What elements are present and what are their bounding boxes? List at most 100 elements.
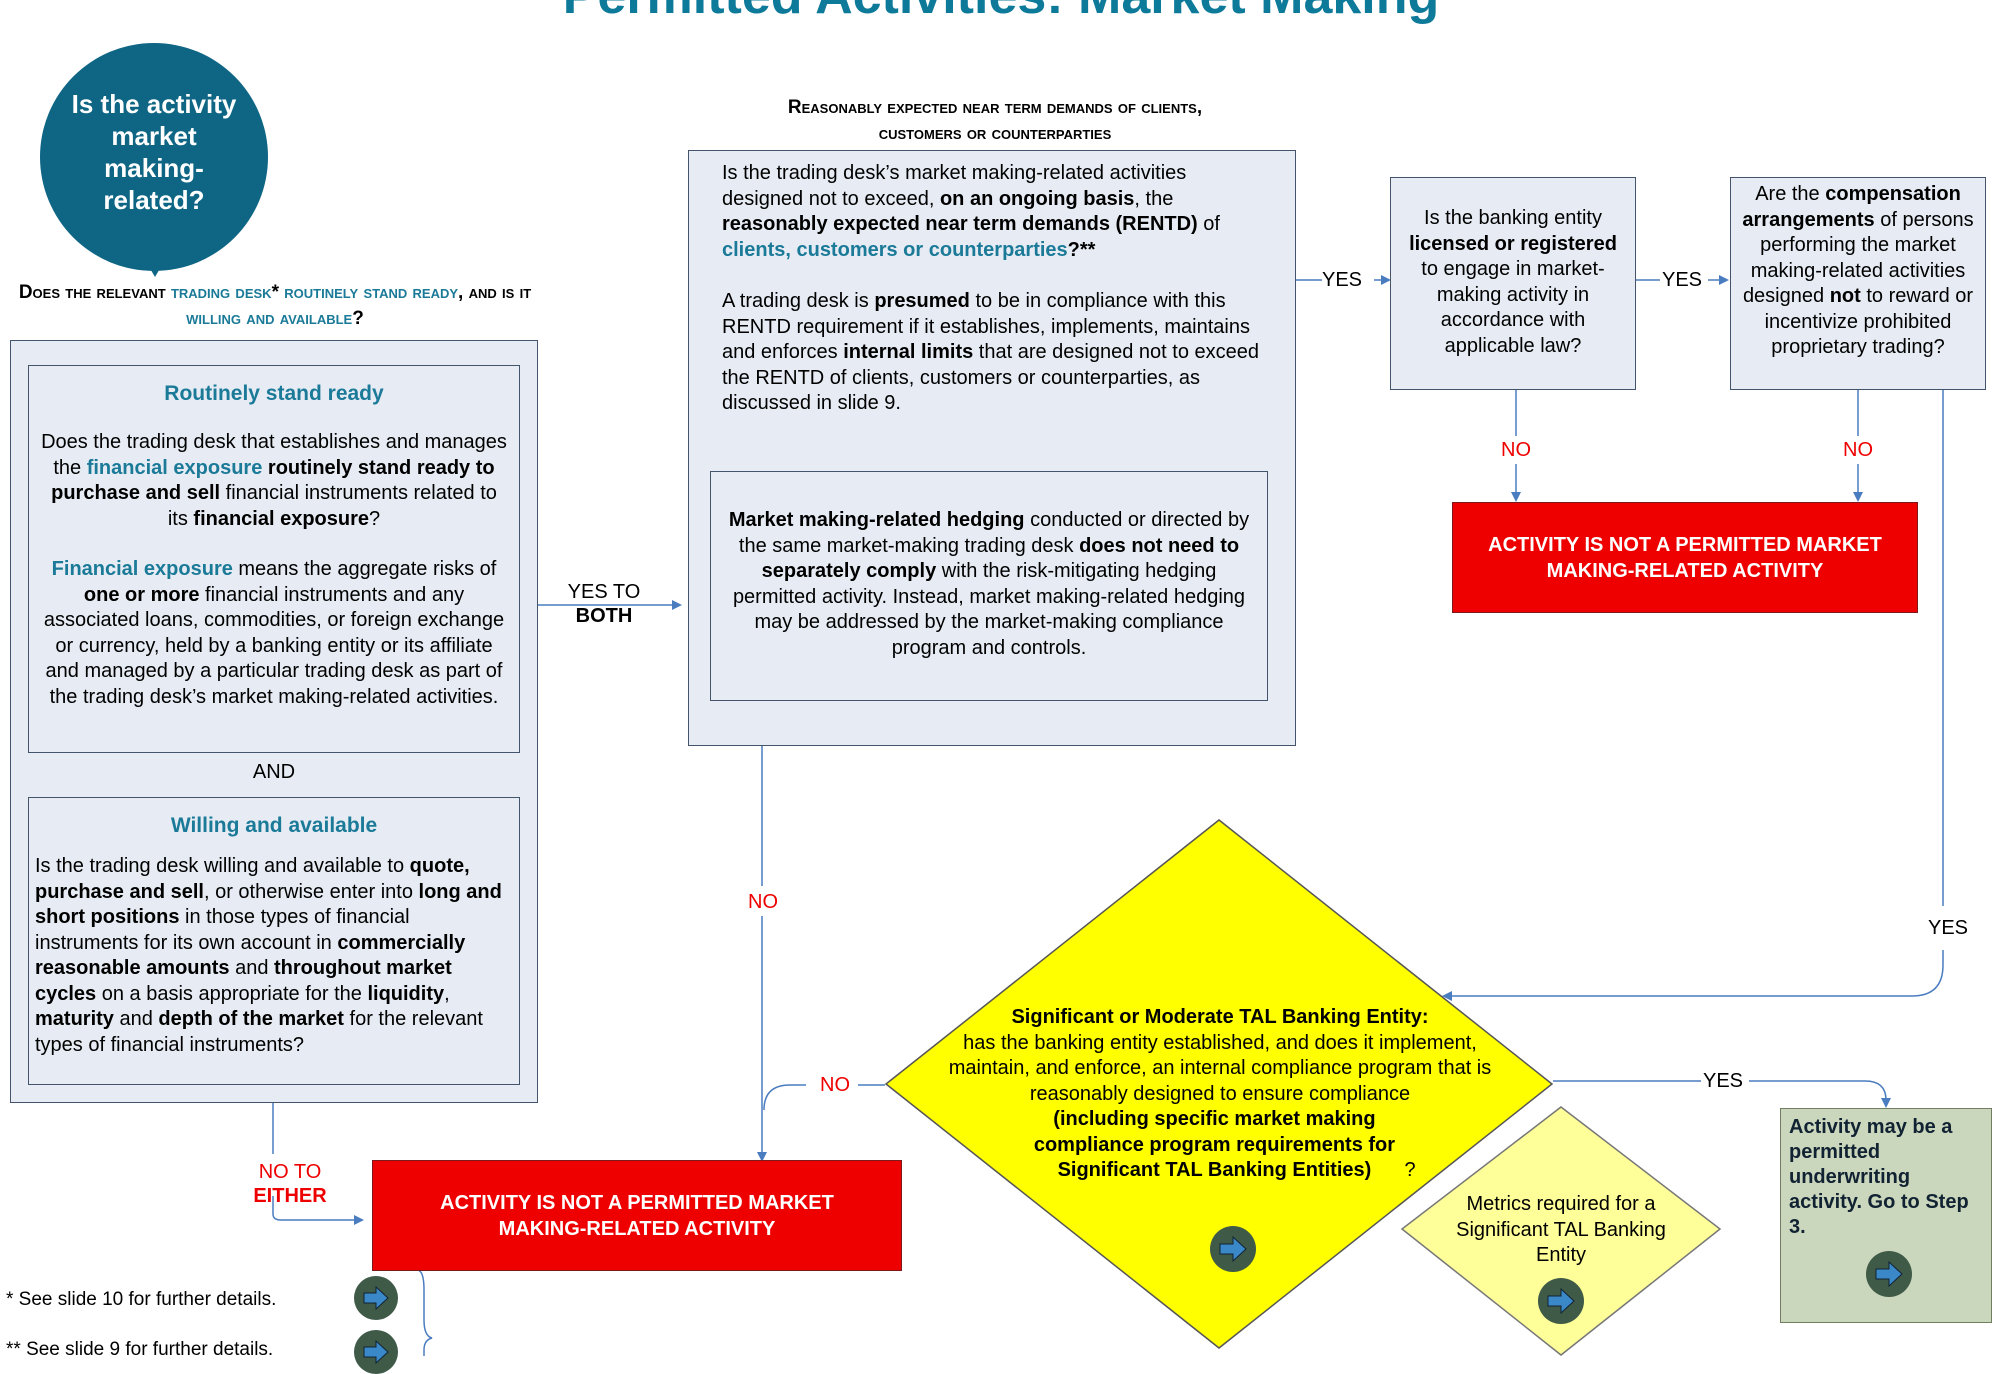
bold-text: maturity: [35, 1008, 114, 1030]
text: Is the trading desk’s market making-rela…: [722, 162, 1187, 210]
start-question-circle: Is the activity market making-related?: [40, 43, 268, 271]
underwriting-result-text: Activity may be a permitted underwriting…: [1789, 1116, 1969, 1238]
right-arrow-icon[interactable]: [1210, 1226, 1256, 1272]
bold-text: commercially reasonable amounts: [35, 931, 466, 980]
willing-available-box: Willing and available Is the trading des…: [28, 797, 520, 1085]
not-permitted-box-bottom: ACTIVITY IS NOT A PERMITTED MARKET MAKIN…: [372, 1160, 902, 1271]
text: of persons performing the market making-…: [1742, 208, 1974, 308]
metrics-text: Metrics required for a Significant TAL B…: [1456, 1193, 1666, 1266]
bold-text: Market making-related hedging: [728, 509, 1025, 531]
bold-text: compensation arrangements: [1742, 183, 1961, 231]
text: to be in compliance with this RENTD requ…: [722, 290, 1250, 363]
right-arrow-icon[interactable]: [354, 1330, 398, 1374]
right-arrow-icon[interactable]: [1866, 1251, 1912, 1297]
text: Are the: [1755, 183, 1826, 205]
text: to engage in market-making activity in a…: [1421, 258, 1605, 357]
no-to-either-label: NO TO EITHER: [240, 1160, 340, 1208]
text: Does the trading desk that establishes a…: [41, 431, 507, 479]
bold-text: liquidity: [367, 982, 445, 1005]
financial-exposure-definition: Financial exposure means the aggregate r…: [39, 557, 509, 710]
page-title: Permitted Activities: Market Making: [0, 0, 2002, 26]
compliance-bold-heading: Significant or Moderate TAL Banking Enti…: [1011, 1006, 1429, 1028]
bold-text: depth of the market: [158, 1008, 344, 1030]
text: and: [229, 957, 274, 979]
bold-text: routinely stand ready to purchase and se…: [51, 456, 495, 505]
text: for the relevant types of financial inst…: [35, 1008, 483, 1056]
bold-text: not: [1829, 285, 1861, 307]
rentd-panel: [688, 150, 1296, 746]
bold-text: on an ongoing basis: [939, 187, 1135, 210]
bold-text: quote, purchase and sell: [35, 855, 470, 903]
footnote-2: ** See slide 9 for further details.: [6, 1339, 274, 1360]
compliance-end: ?: [1404, 1159, 1416, 1181]
no-to-text: NO TO: [258, 1161, 322, 1183]
no-label-rentd: NO: [748, 891, 778, 913]
not-permitted-text: ACTIVITY IS NOT A PERMITTED MARKET MAKIN…: [1488, 533, 1882, 582]
yes-to-both-label: YES TO BOTH: [563, 580, 645, 628]
and-label: AND: [252, 761, 296, 783]
right-arrow-icon[interactable]: [354, 1276, 398, 1320]
text: financial instruments and any associated…: [43, 583, 505, 708]
trading-desk-heading: Does the relevant trading desk* routinel…: [10, 280, 540, 332]
compliance-question: Significant or Moderate TAL Banking Enti…: [935, 1005, 1505, 1184]
heading-teal-trading-desk: trading desk: [170, 282, 272, 303]
term-financial-exposure: financial exposure: [86, 456, 263, 479]
text: , or otherwise enter into: [203, 880, 419, 903]
bold-text: throughout market cycles: [35, 957, 452, 1005]
term-clients: clients, customers or counterparties: [722, 238, 1068, 261]
bold-text: one or more: [83, 583, 200, 606]
text: means the aggregate risks of: [232, 558, 497, 580]
heading-teal-willing: willing and available: [186, 308, 353, 329]
text: Is the banking entity: [1424, 207, 1602, 229]
heading-text: Does the relevant: [18, 282, 171, 303]
text: A trading desk is: [722, 290, 875, 312]
underwriting-result-box: Activity may be a permitted underwriting…: [1780, 1108, 1992, 1323]
bold-text: does not need to separately comply: [761, 534, 1240, 583]
compliance-bold-requirements: (including specific market making compli…: [1033, 1108, 1396, 1181]
yes-label-compensation: YES: [1928, 917, 1969, 939]
footnote-1: * See slide 10 for further details.: [6, 1289, 277, 1310]
licensed-box: Is the banking entity licensed or regist…: [1390, 177, 1636, 390]
routinely-stand-ready-box: Routinely stand ready Does the trading d…: [28, 365, 520, 753]
willing-question: Is the trading desk willing and availabl…: [35, 854, 513, 1058]
not-permitted-box-top: ACTIVITY IS NOT A PERMITTED MARKET MAKIN…: [1452, 502, 1918, 613]
text: and: [113, 1008, 159, 1030]
rentd-heading-line2: customers or counterparties: [878, 123, 1112, 144]
rentd-heading: Reasonably expected near term demands of…: [690, 95, 1300, 147]
term-financial-exposure: Financial exposure: [51, 558, 233, 580]
not-permitted-text: ACTIVITY IS NOT A PERMITTED MARKET MAKIN…: [440, 1191, 834, 1240]
right-arrow-icon[interactable]: [1538, 1278, 1584, 1324]
rentd-presumption: A trading desk is presumed to be in comp…: [722, 289, 1270, 417]
yes-label-rentd: YES: [1322, 269, 1363, 291]
no-label-licensed: NO: [1501, 439, 1531, 461]
rentd-heading-line1: Reasonably expected near term demands of…: [787, 97, 1203, 118]
text: , the: [1134, 187, 1174, 210]
heading-teal-routinely: routinely stand ready: [278, 282, 459, 303]
text: in those types of financial instruments …: [35, 906, 410, 954]
hedging-box: Market making-related hedging conducted …: [710, 471, 1268, 701]
no-label-diamond: NO: [820, 1074, 850, 1096]
bold-text: long and short positions: [35, 880, 502, 929]
either-text: EITHER: [253, 1185, 327, 1207]
no-label-compensation: NO: [1843, 439, 1873, 461]
bold-text: ?**: [1067, 238, 1096, 261]
routinely-title: Routinely stand ready: [164, 382, 384, 405]
text: of: [1197, 213, 1220, 235]
bold-text: internal limits: [843, 341, 974, 363]
text: to reward or incentivize prohibited prop…: [1764, 285, 1974, 358]
metrics-diamond: [1400, 1106, 1722, 1356]
trading-desk-panel: [10, 340, 538, 1103]
both-text: BOTH: [575, 605, 633, 627]
text: ,: [444, 982, 450, 1005]
start-question: Is the activity market making-related?: [71, 89, 237, 215]
text: conducted or directed by the same market…: [738, 509, 1250, 557]
text: Is the trading desk willing and availabl…: [35, 855, 410, 877]
bold-text: licensed or registered: [1409, 232, 1617, 255]
text: with the risk-mitigating hedging permitt…: [732, 560, 1246, 659]
bold-text: reasonably expected near term demands (R…: [722, 213, 1198, 235]
heading-text-mid: , and is it: [458, 282, 532, 303]
compliance-text: has the banking entity established, and …: [948, 1031, 1492, 1105]
heading-star: *: [271, 282, 279, 303]
yes-to-text: YES TO: [567, 581, 641, 603]
